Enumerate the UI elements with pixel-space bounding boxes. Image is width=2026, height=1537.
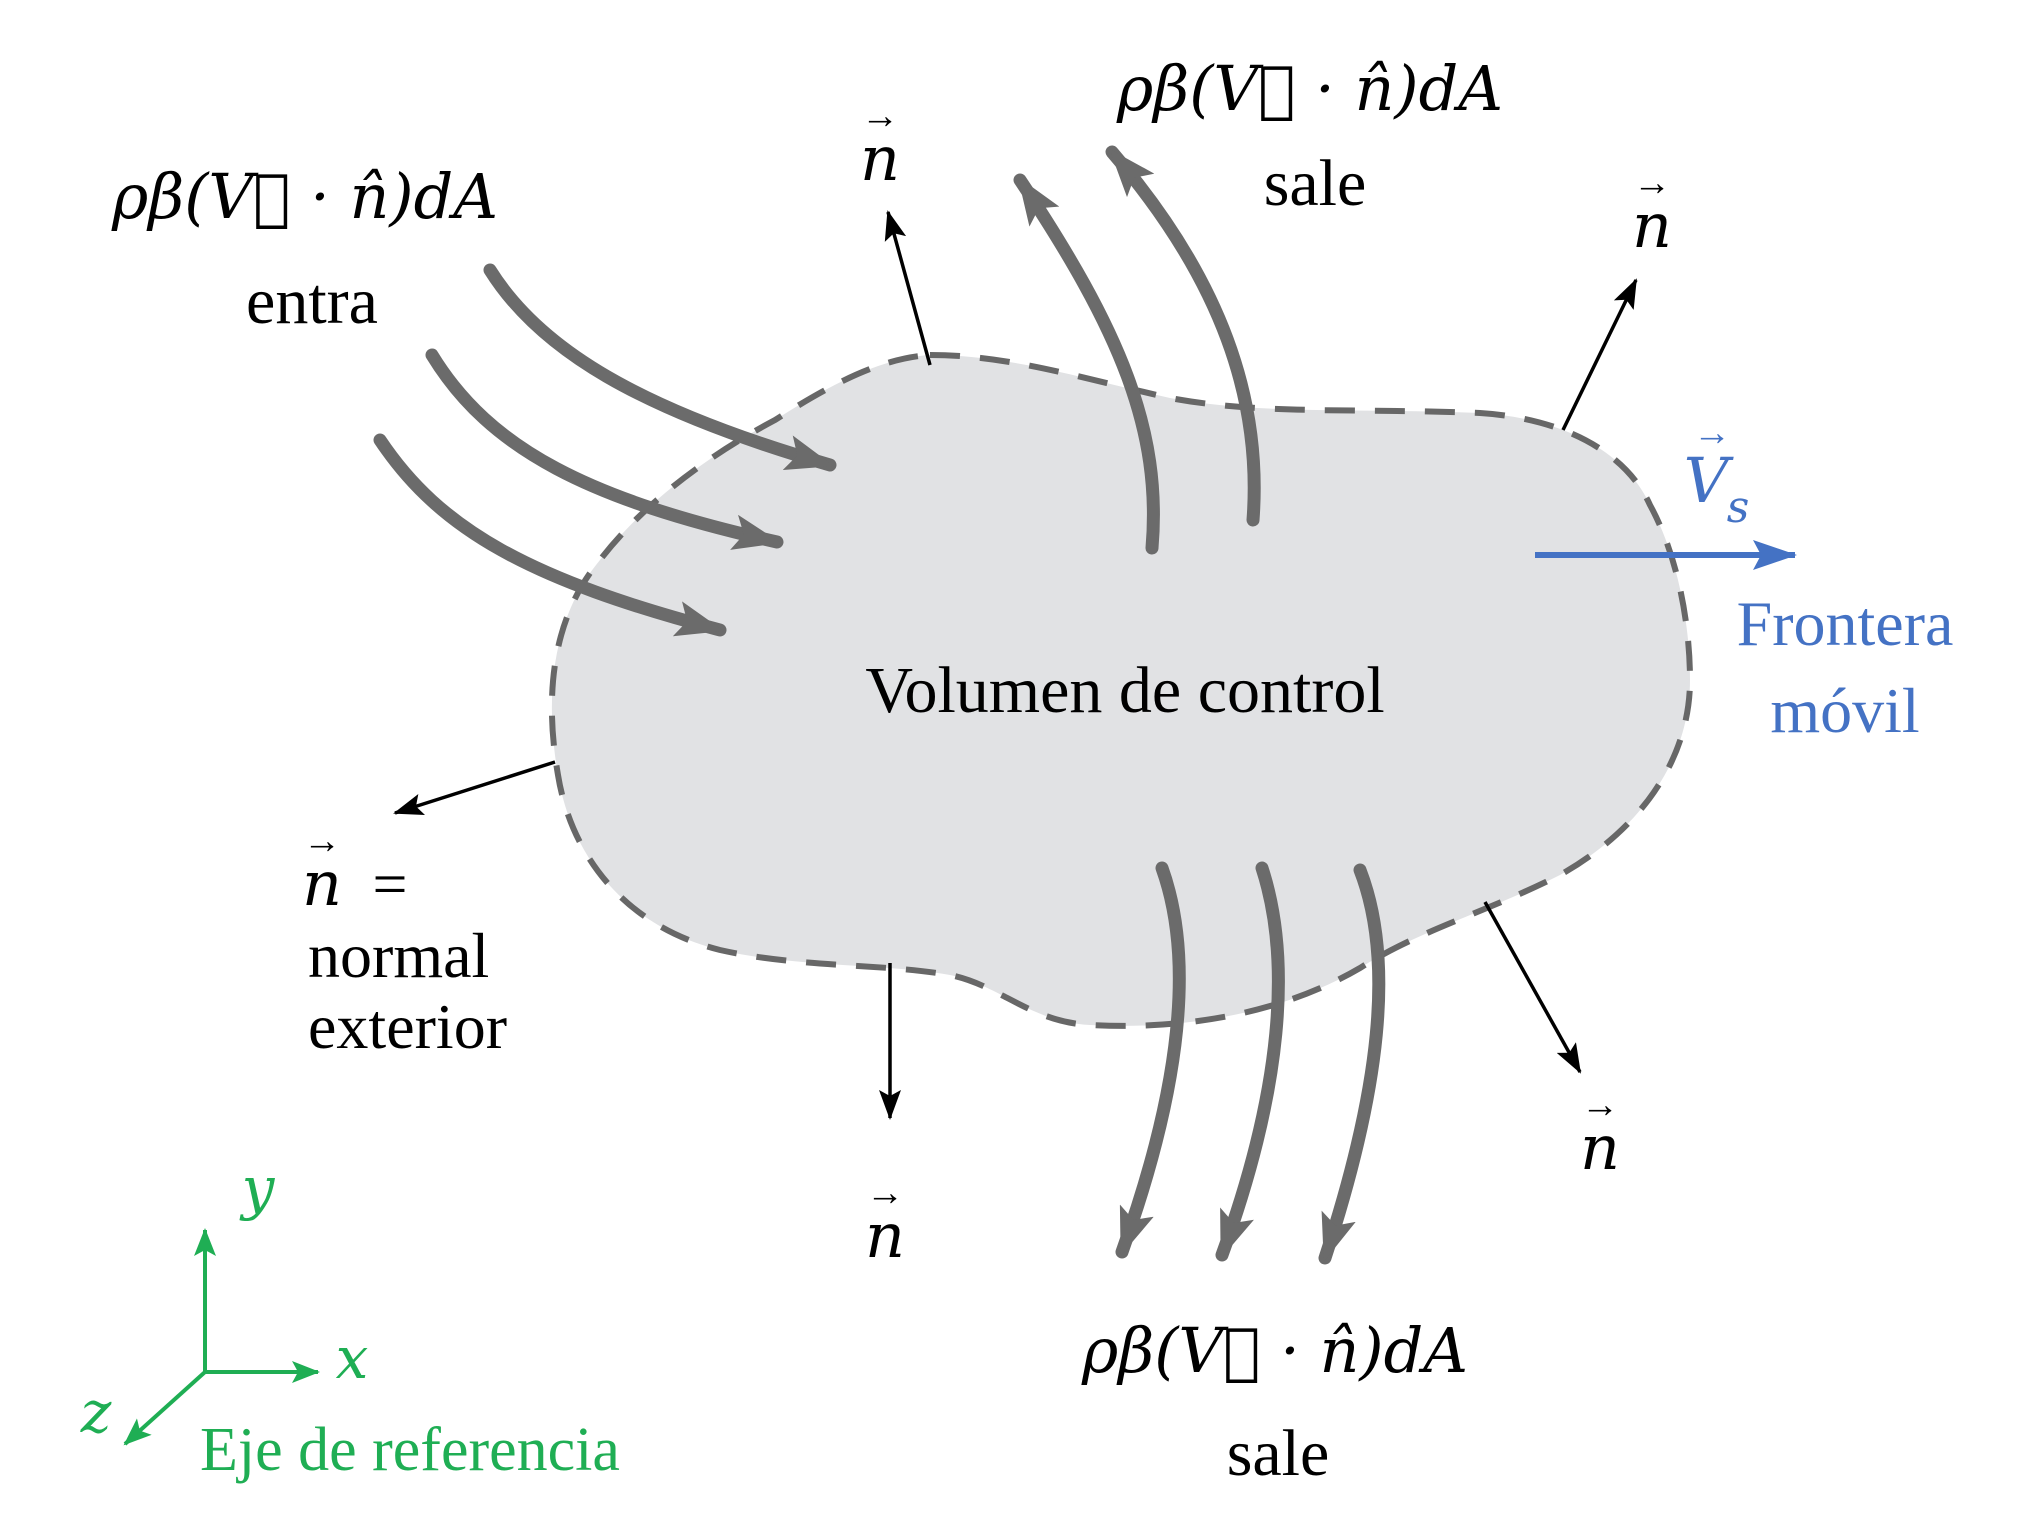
normal-label: → n — [1580, 1084, 1620, 1184]
y-axis-label: y — [239, 1154, 276, 1222]
outflow-arrow — [1013, 173, 1160, 555]
z-axis-label: z — [80, 1378, 112, 1446]
normal-label: → n — [1632, 162, 1672, 262]
vector-mark: → — [303, 820, 341, 862]
normal-symbol: n — [1632, 189, 1672, 262]
bottom-outflow-arrows — [1115, 861, 1386, 1265]
vector-mark: → — [1693, 412, 1731, 454]
top-outflow-arrows — [1013, 145, 1261, 555]
normal-arrows — [393, 210, 1638, 1120]
equals-sign: = — [373, 851, 408, 919]
moving-boundary-caption-line1: Frontera — [1737, 588, 1954, 659]
flux-caption-sale-top: sale — [1264, 147, 1367, 220]
vector-mark: → — [866, 1172, 904, 1214]
z-axis-arrow — [123, 1370, 207, 1446]
normal-arrow — [1483, 901, 1582, 1074]
flux-expression-outflow-bottom: ρβ(V⃗ · n̂)dA — [1081, 1314, 1468, 1387]
normal-definition: → n = normal exterior — [302, 820, 507, 1062]
inflow-arrow — [483, 263, 837, 472]
normal-symbol: n — [865, 1199, 905, 1272]
vector-mark: → — [861, 95, 899, 137]
normal-label: → n — [860, 95, 900, 195]
reference-axes — [123, 1228, 320, 1446]
flux-expression-outflow-top: ρβ(V⃗ · n̂)dA — [1116, 52, 1503, 125]
inflow-arrow — [373, 433, 727, 637]
outflow-arrow — [1215, 861, 1285, 1262]
reference-frame-labels: y x z Eje de referencia — [80, 1154, 620, 1484]
reference-frame-caption: Eje de referencia — [200, 1416, 620, 1484]
control-volume-shape — [548, 351, 1694, 1029]
vector-mark: → — [1633, 162, 1671, 204]
outflow-arrow — [1318, 863, 1386, 1265]
boundary-velocity-label: → V s Frontera móvil — [1684, 412, 1954, 746]
moving-boundary-caption-line2: móvil — [1770, 675, 1919, 746]
outflow-arrow — [1115, 861, 1186, 1259]
flux-caption-sale-bottom: sale — [1227, 1417, 1330, 1490]
normal-arrow — [1561, 278, 1638, 431]
flux-caption-entra: entra — [246, 265, 378, 338]
x-axis-label: x — [336, 1324, 369, 1392]
normal-definition-line1: normal — [308, 920, 489, 991]
flux-expression-inflow: ρβ(V⃗ · n̂)dA — [111, 160, 498, 233]
vector-mark: → — [1581, 1084, 1619, 1126]
velocity-subscript: s — [1727, 482, 1750, 533]
normal-definition-line2: exterior — [308, 991, 507, 1062]
normal-symbol: n — [1580, 1111, 1620, 1184]
inflow-arrows — [373, 263, 837, 637]
normal-arrow — [884, 210, 932, 366]
velocity-symbol: V — [1684, 444, 1735, 517]
inflow-arrow — [425, 348, 784, 550]
normal-symbol: n — [302, 847, 342, 920]
normal-arrow — [393, 760, 556, 815]
outflow-arrow — [1105, 145, 1261, 527]
normal-label: → n — [865, 1172, 905, 1272]
normal-symbol: n — [860, 122, 900, 195]
control-volume-label: Volumen de control — [865, 654, 1384, 727]
